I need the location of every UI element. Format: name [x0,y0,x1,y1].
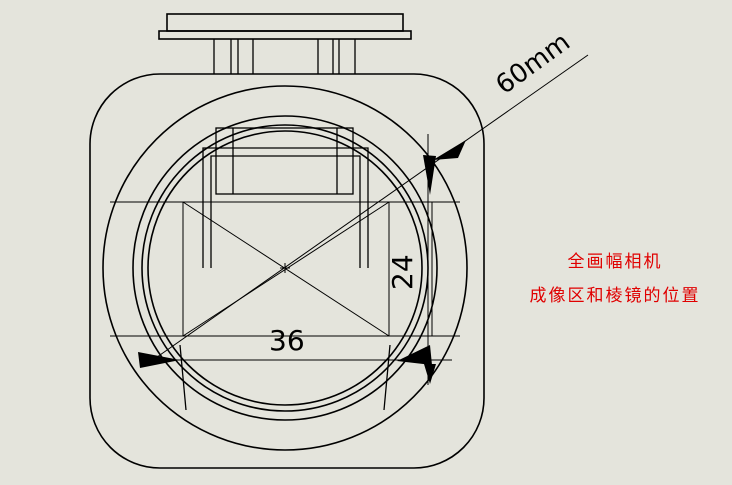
arrow-upper-left [423,155,436,195]
diagonal-dimension-line [149,54,589,363]
sensor-area [110,134,460,385]
dimension-arrows [138,140,466,384]
arrow-lower-right [397,345,432,365]
ring-2 [132,115,438,421]
camera-body-outline [89,73,485,469]
prism-housing [202,127,369,268]
outer-ring [102,85,468,451]
arrow-upper-right [433,140,466,160]
mount-posts [213,39,356,74]
top-flange [166,13,404,32]
height-label: 24 [386,254,419,290]
caption-line-1: 全画幅相机 [567,252,663,272]
width-label: 36 [269,324,305,357]
top-flange-base [158,30,412,40]
caption-line-2: 成像区和棱镜的位置 [529,286,701,306]
diagonal-label: 60mm [490,27,575,100]
center-mark [280,263,290,273]
lower-housing [179,344,391,411]
arrow-bottom [424,364,436,384]
ring-4 [147,130,423,406]
arrow-lower-left [138,352,180,368]
